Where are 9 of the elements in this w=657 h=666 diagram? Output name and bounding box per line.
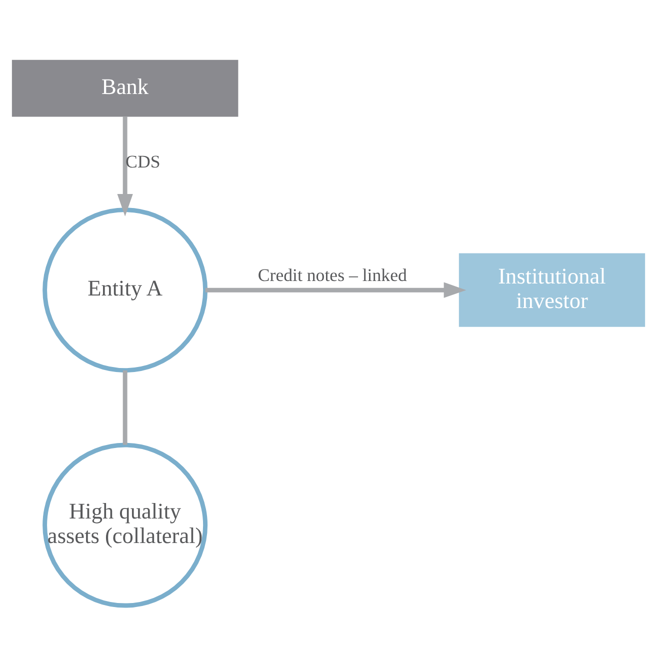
connector (122, 370, 128, 445)
edge-label: Credit notes – linked (258, 264, 407, 285)
node-circle: Entity A (42, 208, 208, 373)
node-box: Bank (12, 60, 238, 117)
arrow (205, 282, 466, 298)
edge-label: CDS (126, 151, 160, 172)
arrow (117, 116, 133, 216)
node-circle: High quality assets (collateral) (42, 442, 208, 608)
node-box: Institutional investor (458, 253, 646, 327)
